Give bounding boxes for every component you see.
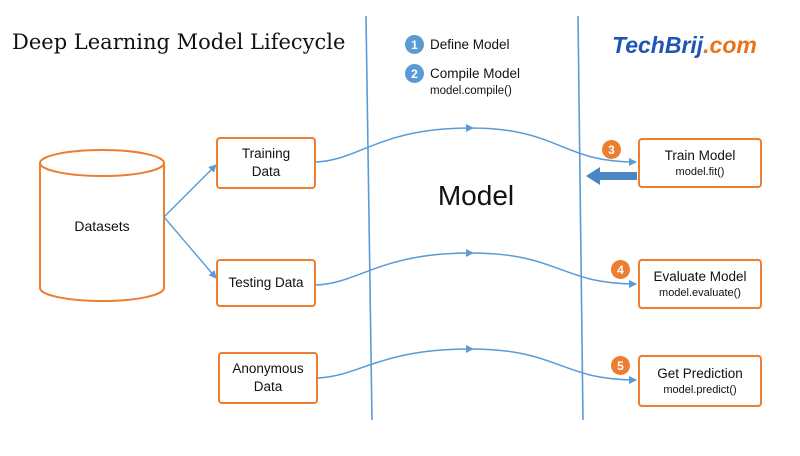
step-5-badge: 5 <box>611 356 630 375</box>
train-model-code: model.fit() <box>675 165 725 178</box>
anonymous-data-box: Anonymous Data <box>218 352 318 404</box>
divider-left <box>365 15 373 421</box>
hump-arrow-1 <box>466 124 474 132</box>
evaluate-model-label: Evaluate Model <box>653 268 747 284</box>
brand-logo: TechBrij.com <box>612 32 757 59</box>
hump-arrow-3 <box>466 345 474 353</box>
testing-data-label: Testing Data <box>228 275 304 290</box>
step-compile-model: 2 Compile Model <box>405 64 520 83</box>
step-define-label: Define Model <box>430 37 510 52</box>
step-number-1: 1 <box>405 35 424 54</box>
flow-testing-evaluate <box>315 252 637 288</box>
step-4-badge: 4 <box>611 260 630 279</box>
compile-code: model.compile() <box>430 85 512 97</box>
step-3-badge: 3 <box>602 140 621 159</box>
get-prediction-code: model.predict() <box>663 383 737 396</box>
datasets-cylinder <box>39 149 165 302</box>
fit-return-arrow <box>586 167 637 185</box>
brand-domain: .com <box>703 32 757 58</box>
step-number-2: 2 <box>405 64 424 83</box>
anonymous-data-label: Anonymous Data <box>232 361 304 394</box>
step-define-model: 1 Define Model <box>405 35 510 54</box>
get-prediction-box: Get Prediction model.predict() <box>638 355 762 407</box>
train-model-label: Train Model <box>664 147 736 163</box>
step-compile-label: Compile Model <box>430 66 521 81</box>
arrow-datasets-training <box>163 164 217 218</box>
training-data-label: Training Data <box>241 146 291 179</box>
flow-training-train <box>315 127 637 166</box>
training-data-box: Training Data <box>216 137 316 189</box>
train-model-box: Train Model model.fit() <box>638 138 762 188</box>
get-prediction-label: Get Prediction <box>657 365 743 381</box>
brand-name: TechBrij <box>612 32 704 58</box>
flow-anonymous-predict <box>317 348 637 384</box>
testing-data-box: Testing Data <box>216 259 316 307</box>
evaluate-model-box: Evaluate Model model.evaluate() <box>638 259 762 309</box>
evaluate-model-code: model.evaluate() <box>659 286 741 299</box>
arrow-datasets-testing <box>163 216 217 279</box>
step-number-5: 5 <box>611 356 630 375</box>
step-number-3: 3 <box>602 140 621 159</box>
divider-right <box>577 15 584 421</box>
hump-arrow-2 <box>466 249 474 257</box>
model-label: Model <box>437 180 515 211</box>
step-number-4: 4 <box>611 260 630 279</box>
datasets-label: Datasets <box>74 218 130 234</box>
page-title: Deep Learning Model Lifecycle <box>12 30 346 54</box>
